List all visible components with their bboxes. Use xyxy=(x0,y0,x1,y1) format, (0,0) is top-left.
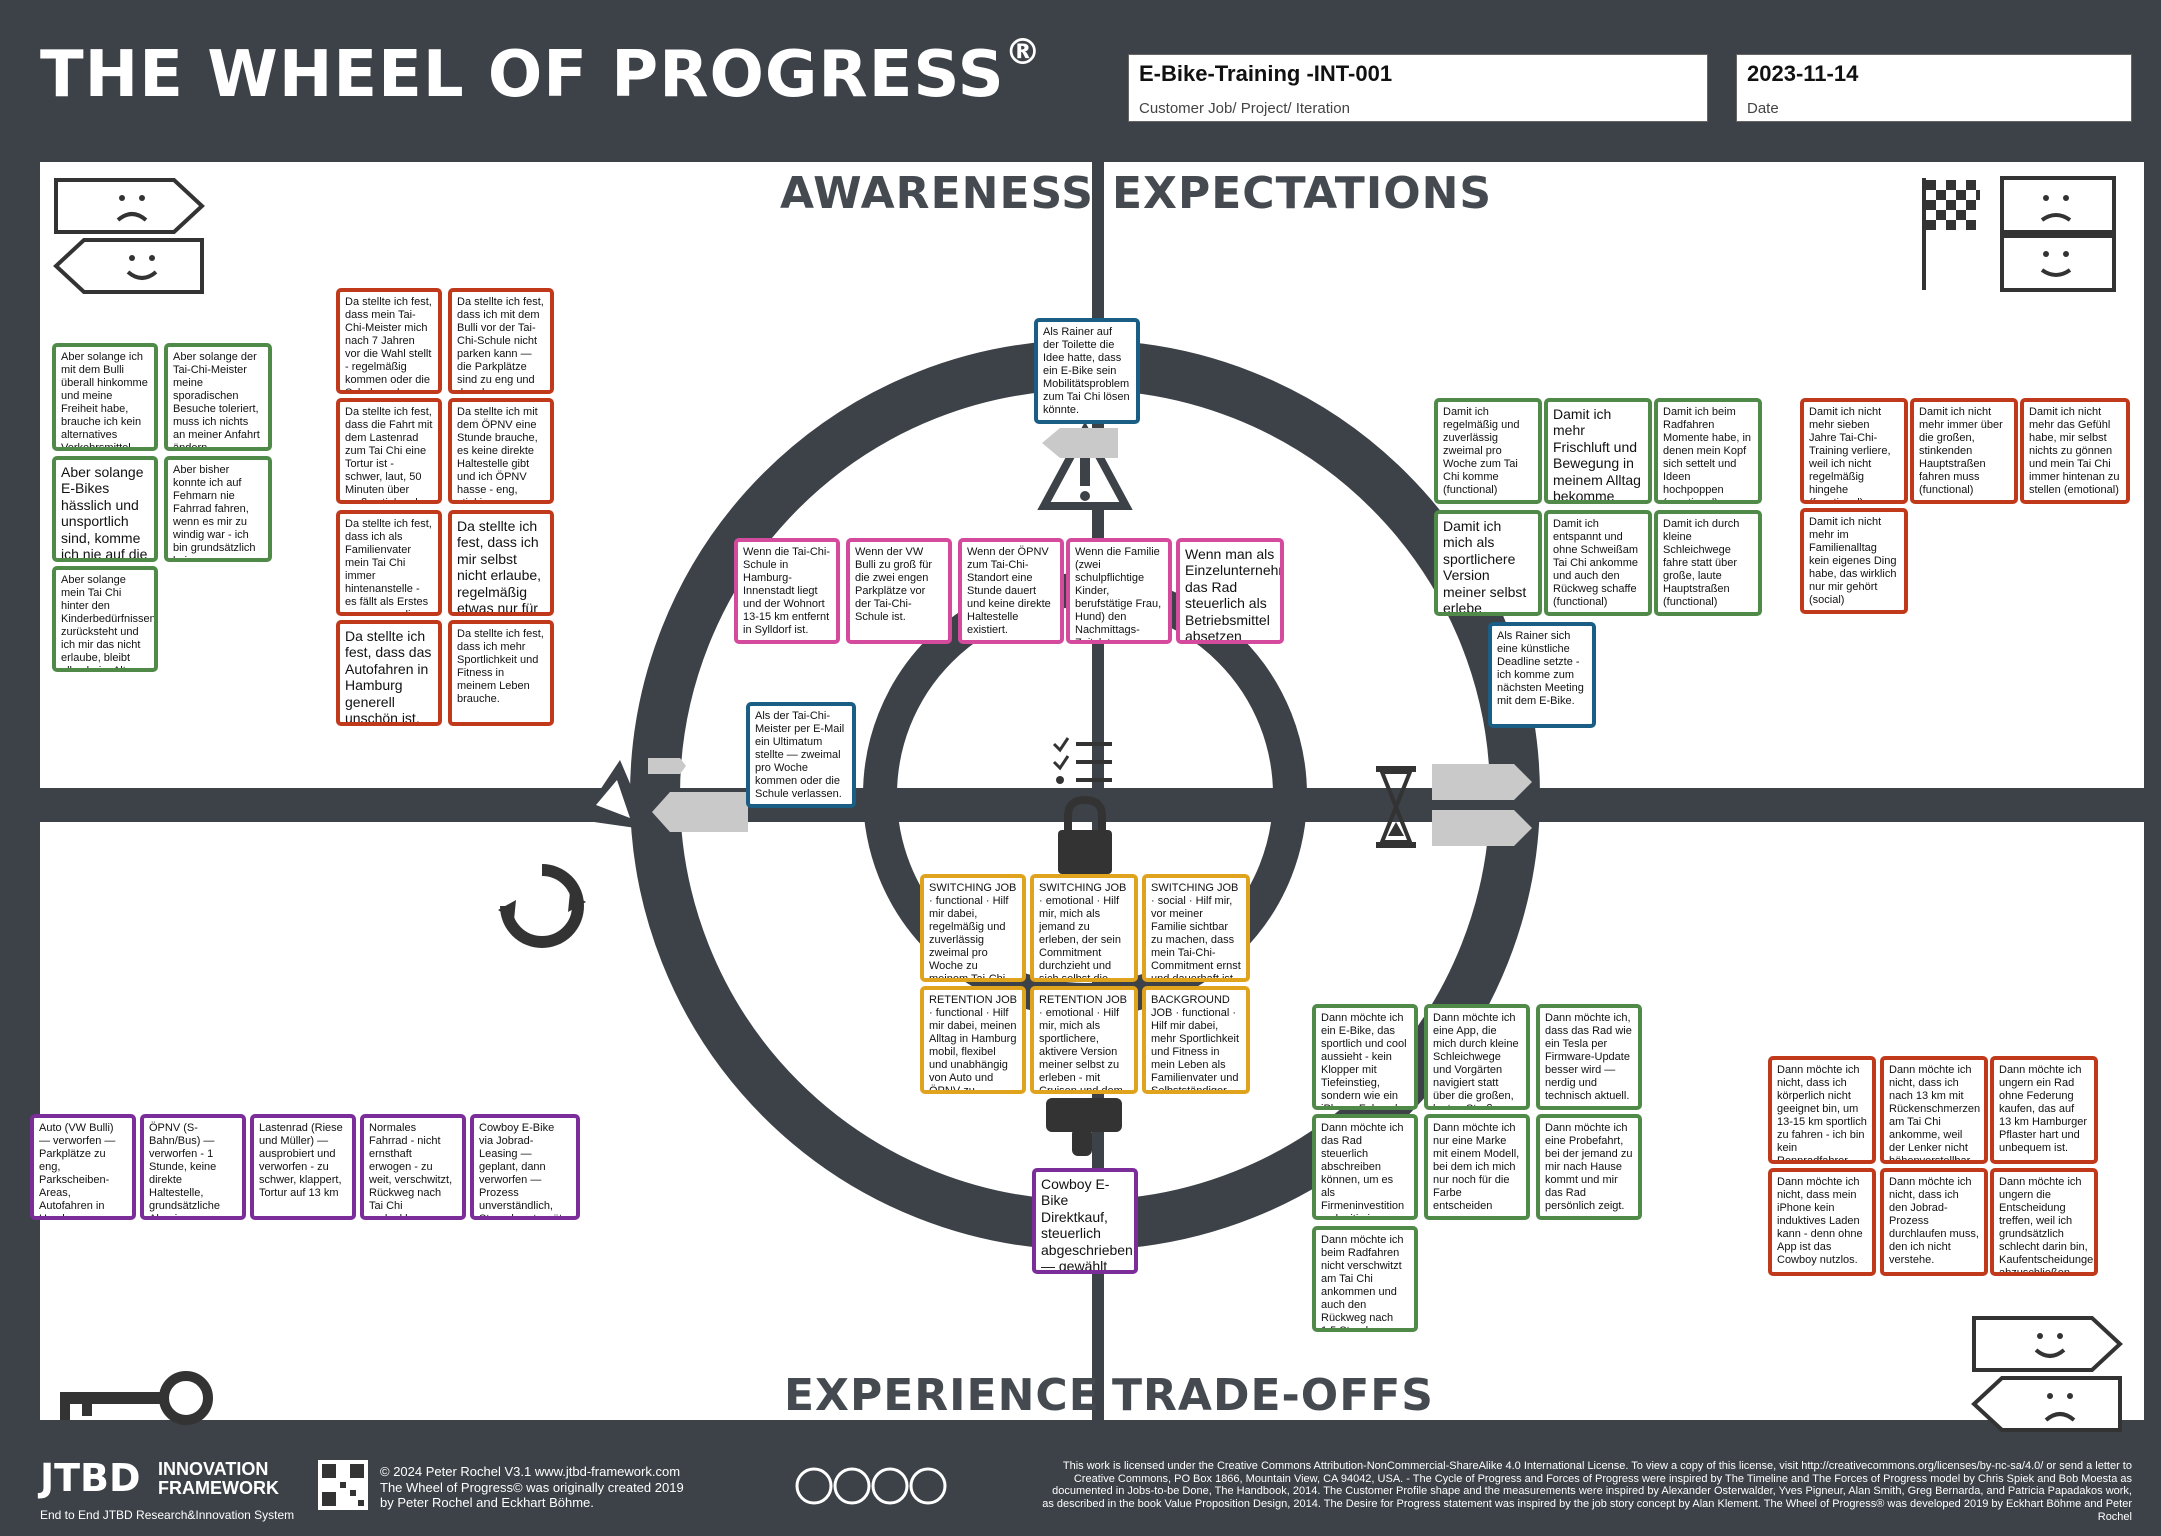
label-experience: EXPERIENCE xyxy=(784,1370,1100,1421)
note-tradeoff-red-5[interactable]: Dann möchte ich nicht, dass ich den Jobr… xyxy=(1880,1168,1988,1276)
label-tradeoffs: TRADE-OFFS xyxy=(1112,1370,1434,1421)
label-awareness: AWARENESS xyxy=(780,168,1094,219)
note-blue-1[interactable]: Als Rainer auf der Toilette die Idee hat… xyxy=(1034,318,1140,424)
date-field[interactable]: 2023-11-14 Date xyxy=(1736,54,2132,122)
note-expect-green-4[interactable]: Damit ich mich als sportlichere Version … xyxy=(1434,510,1542,616)
cycle-arrows-icon xyxy=(498,864,586,948)
note-red-3[interactable]: Da stellte ich fest, dass die Fahrt mit … xyxy=(336,398,442,504)
cc-license-icon xyxy=(795,1467,947,1505)
project-value: E-Bike-Training -INT-001 xyxy=(1139,61,1393,86)
note-red-8[interactable]: Da stellte ich fest, dass ich mehr Sport… xyxy=(448,620,554,726)
note-job-1[interactable]: SWITCHING JOB · functional · Hilf mir da… xyxy=(920,874,1026,982)
label-expectations: EXPECTATIONS xyxy=(1112,168,1493,219)
warning-icon xyxy=(1037,421,1133,510)
note-tradeoff-green-1[interactable]: Dann möchte ich ein E-Bike, das sportlic… xyxy=(1312,1004,1418,1110)
note-purple-3[interactable]: Lastenrad (Riese und Müller) — ausprobie… xyxy=(250,1114,356,1220)
signpost-icon xyxy=(53,178,205,294)
note-green-4[interactable]: Aber bisher konnte ich auf Fehmarn nie F… xyxy=(164,456,272,562)
note-pink-4[interactable]: Wenn die Familie (zwei schulpflichtige K… xyxy=(1066,538,1172,644)
hourglass-icon xyxy=(1376,764,1532,848)
note-pink-5[interactable]: Wenn man als Einzelunternehmer das Rad s… xyxy=(1176,538,1284,644)
note-tradeoff-green-7[interactable]: Dann möchte ich beim Radfahren nicht ver… xyxy=(1312,1226,1418,1332)
note-expect-green-6[interactable]: Damit ich durch kleine Schleichwege fahr… xyxy=(1654,510,1762,616)
note-blue-2[interactable]: Als der Tai-Chi-Meister per E-Mail ein U… xyxy=(746,702,856,808)
note-tradeoff-red-1[interactable]: Dann möchte ich nicht, dass ich körperli… xyxy=(1768,1056,1876,1164)
note-tradeoff-red-4[interactable]: Dann möchte ich nicht, dass mein iPhone … xyxy=(1768,1168,1876,1276)
note-pink-3[interactable]: Wenn der ÖPNV zum Tai-Chi-Standort eine … xyxy=(958,538,1064,644)
note-purple-1[interactable]: Auto (VW Bulli) — verworfen — Parkplätze… xyxy=(30,1114,136,1220)
note-expect-green-1[interactable]: Damit ich regelmäßig und zuverlässig zwe… xyxy=(1434,398,1542,504)
note-expect-red-3[interactable]: Damit ich nicht mehr das Gefühl habe, mi… xyxy=(2020,398,2130,504)
note-green-2[interactable]: Aber solange der Tai-Chi-Meister meine s… xyxy=(164,343,272,451)
note-pink-2[interactable]: Wenn der VW Bulli zu groß für die zwei e… xyxy=(846,538,952,644)
note-purple-6[interactable]: Cowboy E-Bike Direktkauf, steuerlich abg… xyxy=(1032,1168,1138,1274)
note-purple-4[interactable]: Normales Fahrrad - nicht ernsthaft erwog… xyxy=(360,1114,466,1220)
note-red-5[interactable]: Da stellte ich fest, dass ich als Famili… xyxy=(336,510,442,616)
signpost-bottom-icon xyxy=(1971,1316,2123,1432)
note-green-3[interactable]: Aber solange E-Bikes hässlich und unspor… xyxy=(52,456,158,562)
grey-signpost-icon xyxy=(648,758,748,832)
note-green-5[interactable]: Aber solange mein Tai Chi hinter den Kin… xyxy=(52,566,158,672)
note-purple-5[interactable]: Cowboy E-Bike via Jobrad-Leasing — gepla… xyxy=(470,1114,580,1220)
note-red-1[interactable]: Da stellte ich fest, dass mein Tai-Chi-M… xyxy=(336,288,442,394)
note-expect-green-3[interactable]: Damit ich beim Radfahren Momente habe, i… xyxy=(1654,398,1762,504)
note-expect-red-4[interactable]: Damit ich nicht mehr im Familienalltag k… xyxy=(1800,508,1908,614)
note-tradeoff-green-4[interactable]: Dann möchte ich das Rad steuerlich absch… xyxy=(1312,1114,1418,1220)
note-tradeoff-green-6[interactable]: Dann möchte ich eine Probefahrt, bei der… xyxy=(1536,1114,1642,1220)
note-green-1[interactable]: Aber solange ich mit dem Bulli überall h… xyxy=(52,343,158,451)
note-job-5[interactable]: RETENTION JOB · emotional · Hilf mir, mi… xyxy=(1030,986,1138,1094)
note-expect-red-2[interactable]: Damit ich nicht mehr immer über die groß… xyxy=(1910,398,2018,504)
note-tradeoff-red-3[interactable]: Dann möchte ich ungern ein Rad ohne Fede… xyxy=(1990,1056,2098,1164)
footer-copyright: © 2024 Peter Rochel V3.1 www.jtbd-framew… xyxy=(380,1464,684,1511)
note-tradeoff-red-2[interactable]: Dann möchte ich nicht, dass ich nach 13 … xyxy=(1880,1056,1988,1164)
note-tradeoff-green-2[interactable]: Dann möchte ich eine App, die mich durch… xyxy=(1424,1004,1530,1110)
note-tradeoff-green-5[interactable]: Dann möchte ich nur eine Marke mit einem… xyxy=(1424,1114,1530,1220)
note-job-6[interactable]: BACKGROUND JOB · functional · Hilf mir d… xyxy=(1142,986,1250,1094)
checklist-icon xyxy=(1052,737,1112,784)
brand-tagline: End to End JTBD Research&Innovation Syst… xyxy=(40,1508,295,1522)
footer-license: This work is licensed under the Creative… xyxy=(1042,1460,2132,1523)
note-pink-1[interactable]: Wenn die Tai-Chi-Schule in Hamburg-Innen… xyxy=(734,538,840,644)
padlock-icon xyxy=(1058,795,1112,874)
note-purple-2[interactable]: ÖPNV (S-Bahn/Bus) — verworfen - 1 Stunde… xyxy=(140,1114,246,1220)
date-value: 2023-11-14 xyxy=(1747,61,1859,86)
note-red-4[interactable]: Da stellte ich mit dem ÖPNV eine Stunde … xyxy=(448,398,554,504)
note-blue-3[interactable]: Als Rainer sich eine künstliche Deadline… xyxy=(1488,622,1596,728)
page-title: THE WHEEL OF PROGRESS® xyxy=(40,32,1042,112)
note-red-6[interactable]: Da stellte ich fest, dass ich mir selbst… xyxy=(448,510,554,616)
note-tradeoff-green-3[interactable]: Dann möchte ich, dass das Rad wie ein Te… xyxy=(1536,1004,1642,1110)
note-expect-green-5[interactable]: Damit ich entspannt und ohne Schweißam T… xyxy=(1544,510,1652,616)
date-label: Date xyxy=(1747,100,1779,117)
note-expect-red-1[interactable]: Damit ich nicht mehr sieben Jahre Tai-Ch… xyxy=(1800,398,1908,504)
thumbs-down-icon xyxy=(1046,1098,1122,1156)
note-red-7[interactable]: Da stellte ich fest, dass das Autofahren… xyxy=(336,620,442,726)
note-job-4[interactable]: RETENTION JOB · functional · Hilf mir da… xyxy=(920,986,1026,1094)
note-expect-green-2[interactable]: Damit ich mehr Frischluft und Bewegung i… xyxy=(1544,398,1652,504)
note-job-2[interactable]: SWITCHING JOB · emotional · Hilf mir, mi… xyxy=(1030,874,1138,982)
checkered-flag-icon xyxy=(1922,176,2116,292)
project-field[interactable]: E-Bike-Training -INT-001 Customer Job/ P… xyxy=(1128,54,1708,122)
grey-arrow-icon xyxy=(1042,428,1118,458)
note-red-2[interactable]: Da stellte ich fest, dass ich mit dem Bu… xyxy=(448,288,554,394)
key-icon xyxy=(60,1371,213,1425)
project-label: Customer Job/ Project/ Iteration xyxy=(1139,100,1350,117)
note-job-3[interactable]: SWITCHING JOB · social · Hilf mir, vor m… xyxy=(1142,874,1250,982)
note-tradeoff-red-6[interactable]: Dann möchte ich ungern die Entscheidung … xyxy=(1990,1168,2098,1276)
qr-code-icon[interactable] xyxy=(318,1460,368,1510)
brand-name: JTBD xyxy=(40,1456,141,1500)
